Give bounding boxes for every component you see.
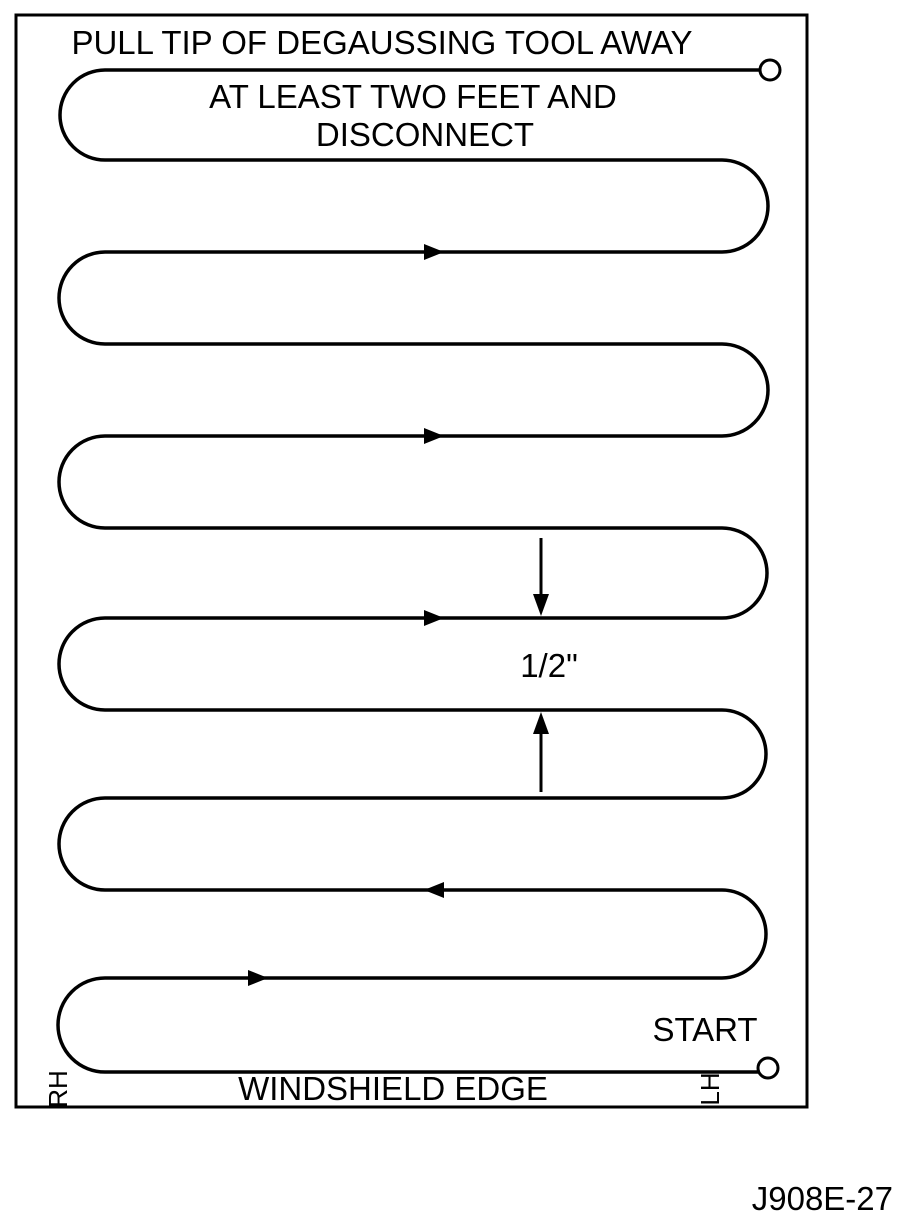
direction-arrow-left-icon (424, 882, 444, 898)
lh-side-label: LH (695, 1072, 725, 1105)
windshield-frame (14, 13, 809, 1109)
spacing-label: 1/2" (520, 647, 578, 684)
instruction-line-2: AT LEAST TWO FEET AND (209, 78, 617, 115)
direction-arrow-right-icon (424, 244, 444, 260)
figure-id: J908E-27 (752, 1180, 893, 1217)
direction-arrow-right-icon (248, 970, 268, 986)
spacing-arrow-up-icon (533, 712, 549, 734)
rh-side-label: RH (43, 1070, 73, 1108)
windshield-edge-label: WINDSHIELD EDGE (238, 1070, 548, 1107)
start-terminal-icon (756, 1056, 780, 1080)
degaussing-path (56, 68, 770, 1074)
instruction-line-3: DISCONNECT (316, 116, 534, 153)
instruction-line-1: PULL TIP OF DEGAUSSING TOOL AWAY (71, 24, 692, 61)
end-terminal-icon (758, 58, 782, 82)
start-label: START (652, 1011, 757, 1048)
spacing-arrow-down-icon (533, 594, 549, 616)
direction-arrow-right-icon (424, 428, 444, 444)
direction-arrow-right-icon (424, 610, 444, 626)
